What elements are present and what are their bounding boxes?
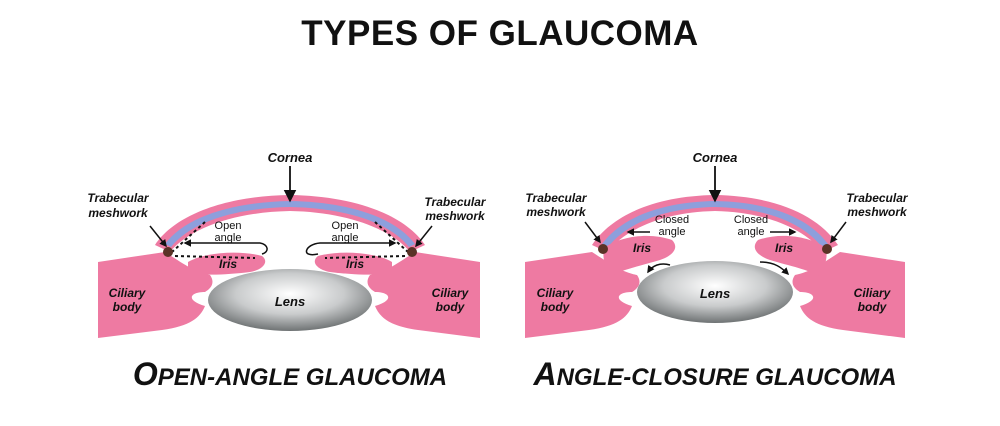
label-trabecular-right: Trabecular	[846, 191, 908, 205]
meshwork-left	[598, 244, 608, 254]
label-meshwork-right: meshwork	[425, 209, 486, 223]
meshwork-right	[822, 244, 832, 254]
label-iris-left: Iris	[633, 241, 651, 255]
meshwork-right-pointer	[416, 226, 432, 246]
label-ciliary-right-2: body	[858, 300, 888, 314]
caption-open-angle: OPEN-ANGLE GLAUCOMA	[133, 356, 447, 392]
meshwork-left	[163, 247, 173, 257]
meshwork-left-pointer	[585, 222, 600, 242]
label-closed-angle-right-2: angle	[738, 226, 765, 238]
label-trabecular-left: Trabecular	[525, 191, 587, 205]
label-ciliary-right-1: Ciliary	[854, 286, 892, 300]
label-cornea: Cornea	[268, 150, 313, 165]
caption-angle-closure: ANGLE-CLOSURE GLAUCOMA	[532, 356, 896, 392]
label-iris-right: Iris	[346, 257, 364, 271]
label-ciliary-left-1: Ciliary	[537, 286, 575, 300]
label-lens: Lens	[700, 286, 730, 301]
label-ciliary-left-1: Ciliary	[109, 286, 147, 300]
label-trabecular-left: Trabecular	[87, 191, 149, 205]
label-ciliary-right-2: body	[436, 300, 466, 314]
label-meshwork-left: meshwork	[526, 205, 587, 219]
label-open-angle-right-2: angle	[332, 232, 359, 244]
label-lens: Lens	[275, 294, 305, 309]
label-iris-left: Iris	[219, 257, 237, 271]
angle-closure-diagram: Cornea Trabecular meshwork Trabecular me…	[525, 150, 909, 392]
label-open-angle-left-2: angle	[215, 232, 242, 244]
meshwork-right-pointer	[831, 222, 846, 242]
meshwork-right	[407, 247, 417, 257]
label-closed-angle-right-1: Closed	[734, 214, 768, 226]
label-ciliary-left-2: body	[541, 300, 571, 314]
label-closed-angle-left-2: angle	[659, 226, 686, 238]
label-closed-angle-left-1: Closed	[655, 214, 689, 226]
label-meshwork-left: meshwork	[88, 206, 149, 220]
label-open-angle-left-1: Open	[215, 220, 242, 232]
label-ciliary-right-1: Ciliary	[432, 286, 470, 300]
label-open-angle-right-1: Open	[332, 220, 359, 232]
open-angle-diagram: Cornea Trabecular meshwork Trabecular me…	[87, 150, 486, 392]
label-iris-right: Iris	[775, 241, 793, 255]
label-ciliary-left-2: body	[113, 300, 143, 314]
label-trabecular-right: Trabecular	[424, 195, 486, 209]
label-cornea: Cornea	[693, 150, 738, 165]
label-meshwork-right: meshwork	[847, 205, 908, 219]
aqueous-flow-left	[185, 243, 267, 254]
